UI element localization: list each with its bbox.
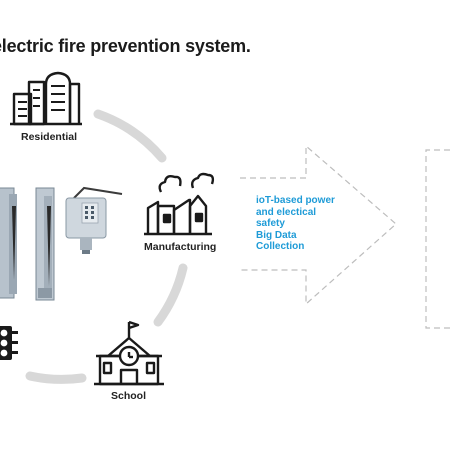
- page-title: electric fire prevention system.: [0, 36, 251, 56]
- ring-arc-right: [153, 263, 188, 327]
- callout-text: ioT-based power and electical safety Big…: [256, 195, 366, 253]
- sensor-device-icon: [0, 186, 123, 301]
- arrow-outline: [240, 144, 397, 306]
- buildings-icon: [10, 71, 82, 126]
- node-label-school: School: [111, 390, 147, 402]
- traffic-light-icon: [0, 326, 18, 360]
- callout-line: ioT-based power: [256, 195, 335, 206]
- cycle-ring: [25, 109, 188, 384]
- node-label-residential: Residential: [21, 131, 78, 143]
- callout-line: and electical: [256, 206, 317, 218]
- factory-icon: [144, 172, 215, 236]
- callout-line: Collection: [256, 241, 305, 253]
- school-icon: [94, 320, 164, 386]
- node-label-manufacturing: Manufacturing: [144, 241, 217, 253]
- ring-arc-bottom: [25, 371, 87, 384]
- ring-arc-top: [93, 109, 167, 163]
- callout-line: safety: [256, 218, 285, 230]
- callout-line: Big Data: [256, 229, 297, 241]
- dashed-box: [425, 149, 450, 329]
